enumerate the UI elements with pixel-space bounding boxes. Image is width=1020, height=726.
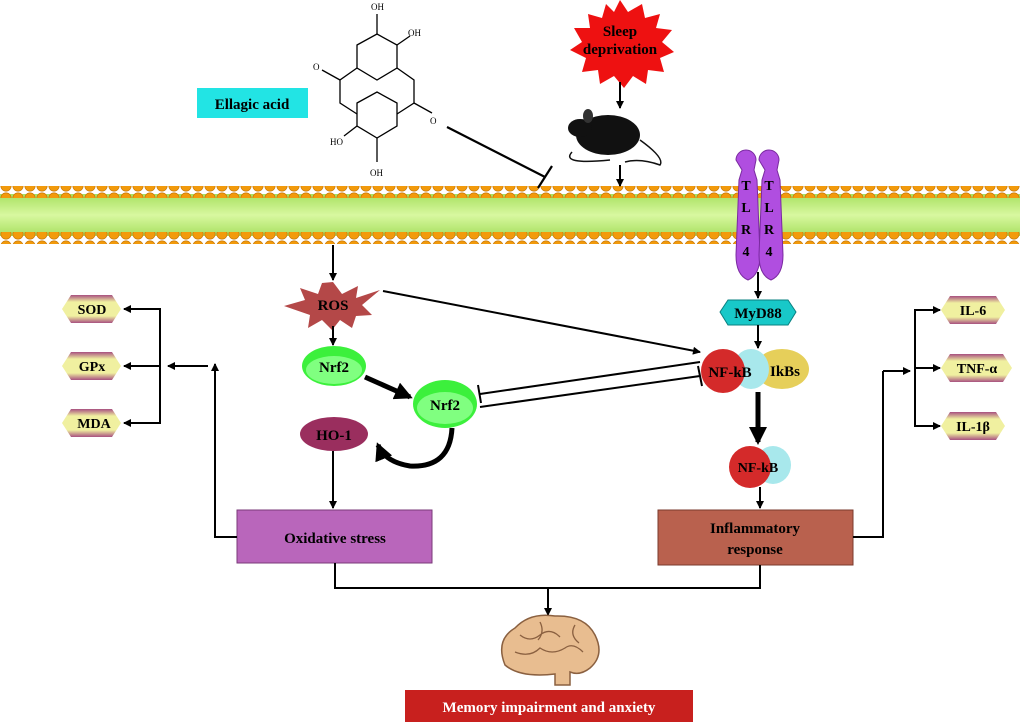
oxidative-marker-list: SOD GPx MDA [62,295,121,437]
nfkb-active-node: NF-kB [729,446,791,488]
svg-text:OH: OH [371,2,384,12]
starburst-icon [570,0,674,88]
tlr4-letter: 4 [743,245,750,260]
cytokine-connector [853,306,941,538]
inhibition-edge [446,126,553,189]
cytokine-label: TNF-α [957,362,998,377]
cytokine-label: IL-1β [956,420,990,435]
curved-arrow-nrf2-to-ho1 [375,427,455,469]
cytokine-tnf: TNF-α [941,354,1012,382]
sleep-label-2: deprivation [583,42,658,58]
ellagic-acid-atoms: OH OH O O HO OH [313,2,437,178]
ros-label: ROS [318,298,349,314]
ho1-node: HO-1 [300,417,368,451]
nrf2-nuclear-label: Nrf2 [430,398,460,414]
nrf2-nuclear-node: Nrf2 [413,380,477,428]
ellagic-acid-structure-icon [321,14,433,162]
ros-node: ROS [284,282,380,330]
svg-text:HO: HO [330,137,343,147]
marker-label: MDA [77,417,111,432]
mutual-inhibition-nrf2-nfkb [477,361,703,408]
nfkb-ikbs-complex: NF-kB IkBs [701,349,809,393]
tlr4-letter: T [764,179,774,194]
ros-starburst-icon [284,282,380,330]
svg-text:O: O [430,116,437,126]
outcome-label: Memory impairment and anxiety [443,700,656,716]
ellagic-acid-box [197,88,308,118]
ellagic-acid-node: Ellagic acid [197,88,308,118]
nfkb-label: NF-kB [708,365,751,381]
sleep-deprivation-node: Sleep deprivation [570,0,674,88]
nrf2-label: Nrf2 [319,360,349,376]
tlr4-letter: T [741,179,751,194]
marker-label: SOD [78,303,107,318]
myd88-node: MyD88 [719,299,797,326]
svg-text:O: O [313,62,320,72]
inflammatory-label-1: Inflammatory [710,521,800,537]
marker-connector [123,305,237,538]
outcome-node: Memory impairment and anxiety [405,690,693,722]
tlr4-letter: R [764,223,775,238]
tlr4-letter: L [741,201,750,216]
nfkb-active-label: NF-kB [738,461,778,476]
brain-icon [500,614,600,686]
svg-text:OH: OH [370,168,383,178]
marker-gpx: GPx [62,352,121,380]
oxidative-stress-node: Oxidative stress [236,509,433,564]
tlr4-letter: R [741,223,752,238]
cytokine-label: IL-6 [960,304,986,319]
thick-arrow-nrf2-translocation [363,374,413,400]
nrf2-cytoplasmic-node: Nrf2 [302,346,366,386]
mouse-icon [568,109,662,166]
marker-sod: SOD [62,295,121,323]
myd88-label: MyD88 [734,306,782,322]
tlr4-letter: L [764,201,773,216]
convergence-connector [334,563,761,616]
cytokine-il1b: IL-1β [941,412,1005,440]
sleep-label-1: Sleep [603,24,637,40]
cytokine-list: IL-6 TNF-α IL-1β [941,296,1012,440]
cell-membrane [0,186,1020,244]
ho1-label: HO-1 [316,428,352,444]
ellagic-acid-label: Ellagic acid [215,97,290,113]
arrow-ros-to-nfkb [382,290,701,355]
inflammatory-response-node: Inflammatory response [657,509,854,566]
ikbs-label: IkBs [770,364,800,380]
tlr4-letter: 4 [766,245,773,260]
marker-label: GPx [79,360,105,375]
inflammatory-label-2: response [727,542,783,558]
svg-text:OH: OH [408,28,421,38]
marker-mda: MDA [62,409,121,437]
cytokine-il6: IL-6 [941,296,1005,324]
tlr4-receptor: T L R 4 T L R 4 [735,149,784,281]
oxidative-stress-label: Oxidative stress [284,531,386,547]
